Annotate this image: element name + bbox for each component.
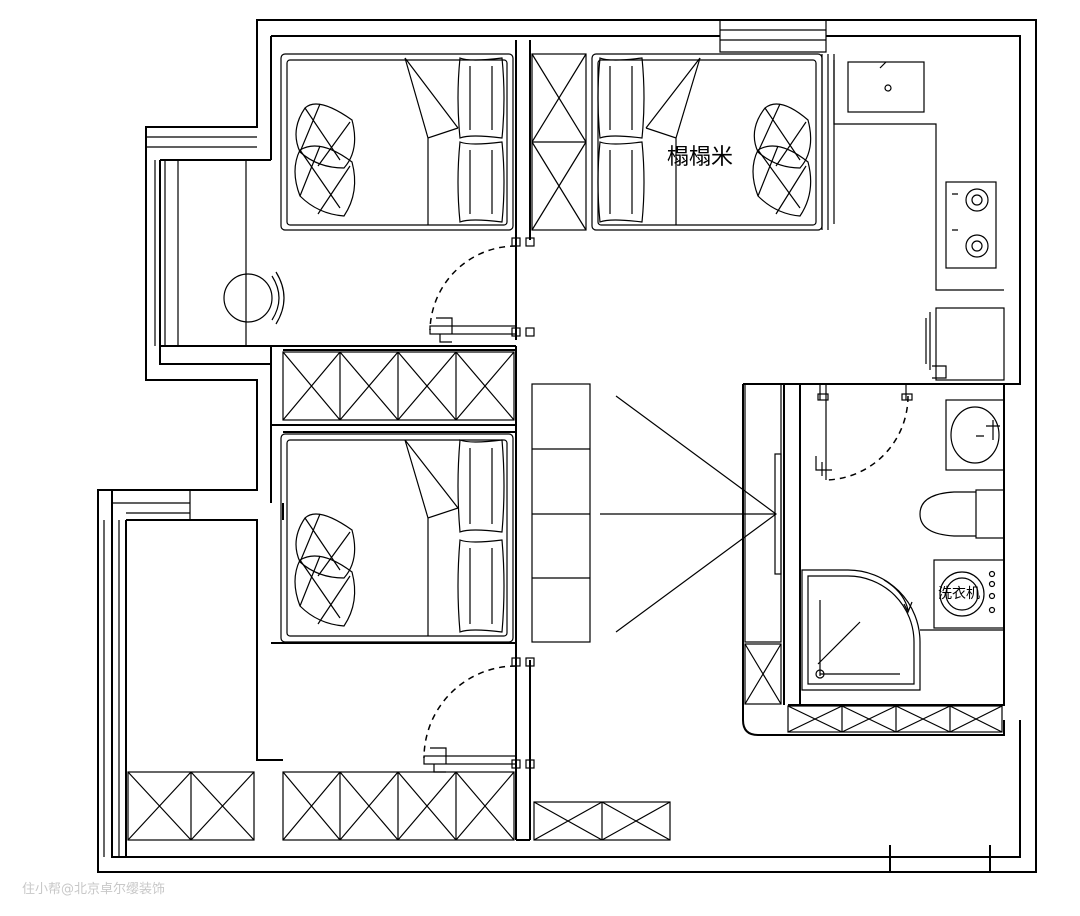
cabinet-bottom-mid	[533, 801, 671, 841]
wardrobe-top-mid	[531, 53, 587, 231]
wardrobe-bottom-left	[282, 771, 515, 841]
bathroom-door	[815, 384, 913, 481]
bed-lower-left	[280, 433, 514, 643]
door-bedroom-2	[423, 665, 517, 773]
stove-icon	[945, 181, 997, 269]
toilet	[919, 489, 1005, 539]
chair	[223, 271, 285, 325]
desk	[177, 159, 247, 347]
tatami-label: 榻榻米	[667, 145, 734, 170]
sofa	[531, 383, 591, 643]
washer-label: 洗衣机	[938, 586, 980, 602]
window-top	[719, 20, 827, 53]
tatami-bed	[591, 53, 835, 231]
sink	[945, 399, 1005, 471]
tv-projection-lines	[600, 395, 778, 633]
door-bedroom-1	[429, 237, 535, 769]
fridge	[925, 307, 1005, 381]
shower-enclosure	[801, 569, 1004, 691]
wardrobe-left-room	[127, 771, 255, 841]
interior-walls	[271, 40, 1005, 841]
tv-cabinet	[744, 383, 782, 705]
washing-machine	[933, 559, 1005, 629]
window-left-lower	[98, 489, 191, 857]
wardrobe-mid-left	[282, 351, 515, 421]
cabinet-bathroom-bottom	[787, 705, 1003, 733]
bed-upper-left	[280, 53, 514, 231]
exterior-walls	[97, 19, 1037, 873]
window-left-upper	[145, 126, 257, 346]
watermark: 住小帮@北京卓尔缨装饰	[22, 882, 166, 897]
kitchen-counter	[833, 54, 1004, 291]
